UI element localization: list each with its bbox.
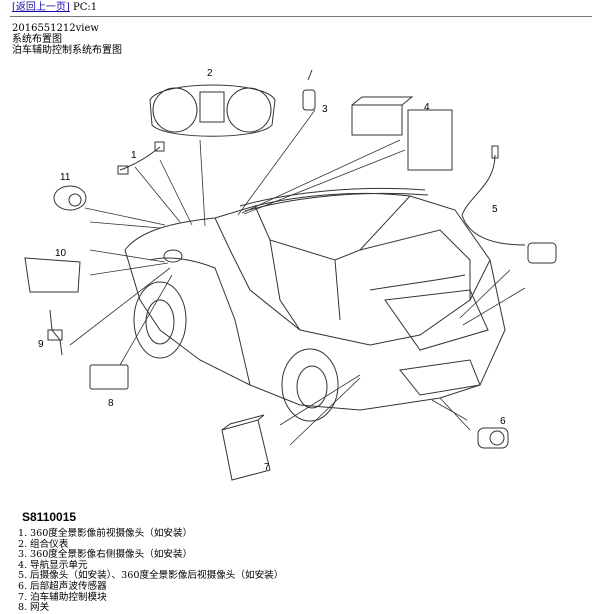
- callout-9: 9: [38, 339, 44, 350]
- doc-id: 2016551212view: [12, 23, 99, 34]
- vehicle-outline: [124, 192, 506, 411]
- gateway-icon: [89, 364, 129, 390]
- list-item: 4.导航显示单元: [18, 559, 88, 571]
- list-item: 6.后部超声波传感器: [18, 580, 107, 592]
- callout-4: 4: [424, 102, 430, 113]
- page-code: PC:1: [73, 2, 98, 13]
- section-title: 系统布置图: [12, 34, 62, 45]
- list-item: 3.360度全景影像右侧摄像头（如安装）: [18, 549, 193, 561]
- instrument-cluster-icon: [149, 84, 276, 137]
- list-item: 8.网关: [18, 602, 50, 614]
- control-unit-10-icon: [24, 257, 81, 293]
- navigation-unit-icon: [351, 96, 453, 171]
- callout-7: 7: [264, 462, 270, 473]
- doc-header: 2016551212view 系统布置图 泊车辅助控制系统布置图: [12, 23, 122, 56]
- rear-camera-icon: [461, 145, 557, 264]
- sensor-11-icon: [53, 185, 87, 211]
- list-item: 5.后摄像头（如安装）、360度全景影像后视摄像头（如安装）: [18, 570, 284, 582]
- figure-code: S8110015: [22, 510, 77, 524]
- front-camera-icon: [117, 141, 165, 175]
- callout-3: 3: [322, 104, 328, 115]
- callout-10: 10: [55, 248, 67, 259]
- legend-list: 1.360度全景影像前视摄像头（如安装） 2.组合仪表 3.360度全景影像右侧…: [0, 528, 590, 614]
- callout-1: 1: [131, 150, 137, 161]
- top-divider: [10, 16, 592, 17]
- right-camera-icon: [302, 69, 316, 111]
- callout-2: 2: [207, 68, 213, 79]
- parking-module-icon: [221, 414, 271, 481]
- top-nav: [返回上一页] PC:1: [12, 2, 97, 14]
- callout-5: 5: [492, 204, 498, 215]
- callout-6: 6: [500, 416, 506, 427]
- ultrasonic-sensor-icon: [477, 427, 509, 449]
- list-item: 2.组合仪表: [18, 538, 69, 550]
- list-item: 7.泊车辅助控制模块: [18, 591, 107, 603]
- camera-9-icon: [47, 309, 63, 356]
- list-item: 1.360度全景影像前视摄像头（如安装）: [18, 528, 193, 539]
- page-title: 泊车辅助控制系统布置图: [12, 45, 122, 56]
- layout-diagram: 1 2 3 4 5 6 7 8 9 10 11: [24, 68, 557, 481]
- callout-8: 8: [108, 398, 114, 409]
- callout-11: 11: [60, 172, 71, 183]
- back-link[interactable]: [返回上一页]: [12, 2, 70, 13]
